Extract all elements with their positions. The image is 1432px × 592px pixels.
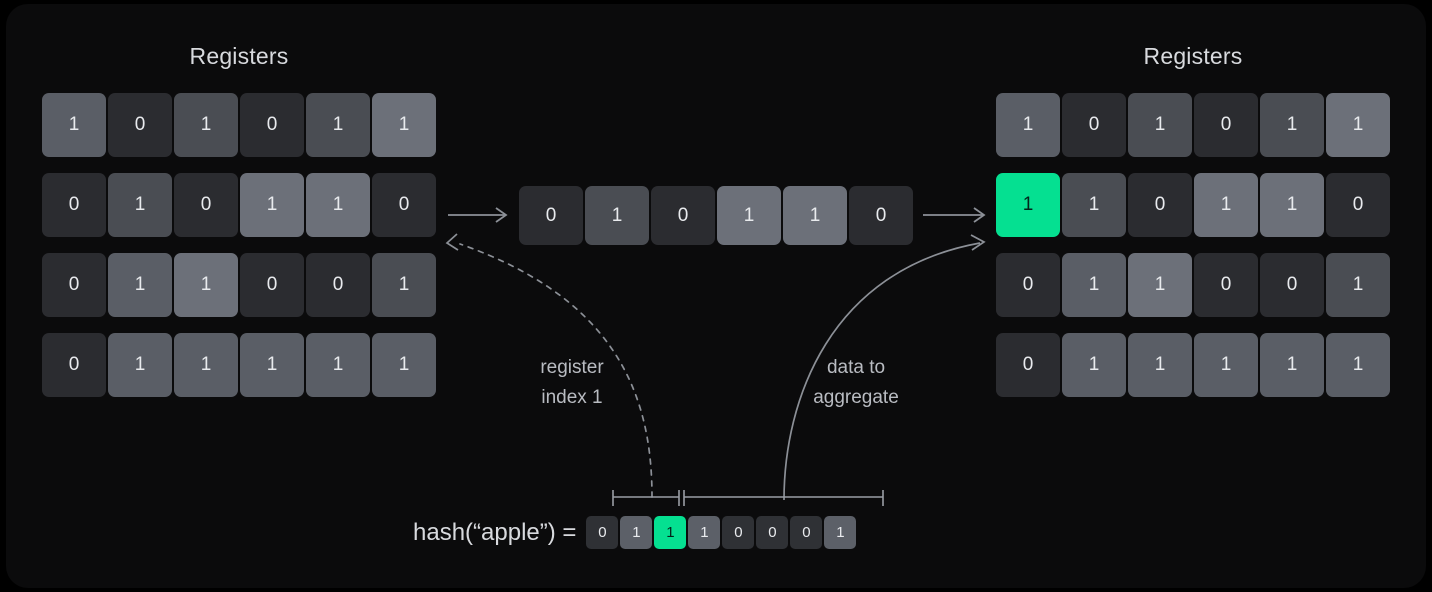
register-cell: 1 — [1326, 93, 1390, 157]
register-cell: 1 — [1260, 333, 1324, 397]
register-cell: 1 — [717, 186, 781, 245]
register-cell: 0 — [1194, 93, 1258, 157]
left-registers-title: Registers — [189, 43, 289, 69]
register-cell: 0 — [108, 93, 172, 157]
hash-bit: 1 — [654, 516, 687, 549]
register-cell: 0 — [996, 253, 1060, 317]
register-cell: 0 — [1326, 173, 1390, 237]
register-cell: 0 — [849, 186, 913, 245]
register-cell: 1 — [372, 93, 436, 157]
data-to-aggregate-label: data to aggregate — [813, 357, 899, 408]
register-cell: 0 — [306, 253, 370, 317]
register-cell: 1 — [372, 333, 436, 397]
register-cell: 1 — [1326, 333, 1390, 397]
register-cell: 1 — [174, 93, 238, 157]
register-cell: 0 — [240, 253, 304, 317]
register-cell: 0 — [240, 93, 304, 157]
register-cell: 0 — [42, 173, 106, 237]
register-cell: 1 — [108, 253, 172, 317]
register-cell: 1 — [240, 333, 304, 397]
register-cell: 1 — [306, 93, 370, 157]
register-index-label: register index 1 — [540, 357, 604, 408]
register-cell: 0 — [42, 253, 106, 317]
register-cell: 0 — [1194, 253, 1258, 317]
register-cell: 1 — [306, 173, 370, 237]
register-cell: 1 — [42, 93, 106, 157]
register-cell: 1 — [585, 186, 649, 245]
register-cell: 0 — [651, 186, 715, 245]
register-cell: 1 — [1062, 253, 1126, 317]
register-cell: 0 — [1128, 173, 1192, 237]
register-cell: 1 — [996, 173, 1060, 237]
hash-bit: 0 — [790, 516, 823, 549]
hash-bit: 0 — [586, 516, 619, 549]
hash-label: hash(“apple”) = — [413, 518, 577, 546]
register-cell: 1 — [174, 333, 238, 397]
register-cell: 0 — [1260, 253, 1324, 317]
register-cell: 0 — [519, 186, 583, 245]
register-cell: 1 — [1062, 173, 1126, 237]
register-cell: 1 — [372, 253, 436, 317]
register-cell: 0 — [174, 173, 238, 237]
register-cell: 1 — [1128, 93, 1192, 157]
register-cell: 1 — [1260, 173, 1324, 237]
register-cell: 0 — [372, 173, 436, 237]
register-cell: 1 — [1194, 173, 1258, 237]
register-cell: 0 — [1062, 93, 1126, 157]
register-cell: 1 — [1260, 93, 1324, 157]
hash-bit: 1 — [620, 516, 653, 549]
register-cell: 1 — [996, 93, 1060, 157]
hash-bit: 0 — [756, 516, 789, 549]
register-cell: 1 — [174, 253, 238, 317]
register-cell: 1 — [108, 173, 172, 237]
register-cell: 0 — [996, 333, 1060, 397]
register-cell: 1 — [1326, 253, 1390, 317]
hash-bit: 0 — [722, 516, 755, 549]
register-cell: 1 — [240, 173, 304, 237]
register-cell: 1 — [1194, 333, 1258, 397]
hash-bit: 1 — [824, 516, 857, 549]
register-cell: 1 — [306, 333, 370, 397]
register-cell: 1 — [783, 186, 847, 245]
register-cell: 1 — [108, 333, 172, 397]
register-cell: 1 — [1128, 253, 1192, 317]
right-registers-title: Registers — [1143, 43, 1243, 69]
hash-bit: 1 — [688, 516, 721, 549]
register-cell: 1 — [1128, 333, 1192, 397]
register-cell: 0 — [42, 333, 106, 397]
register-cell: 1 — [1062, 333, 1126, 397]
